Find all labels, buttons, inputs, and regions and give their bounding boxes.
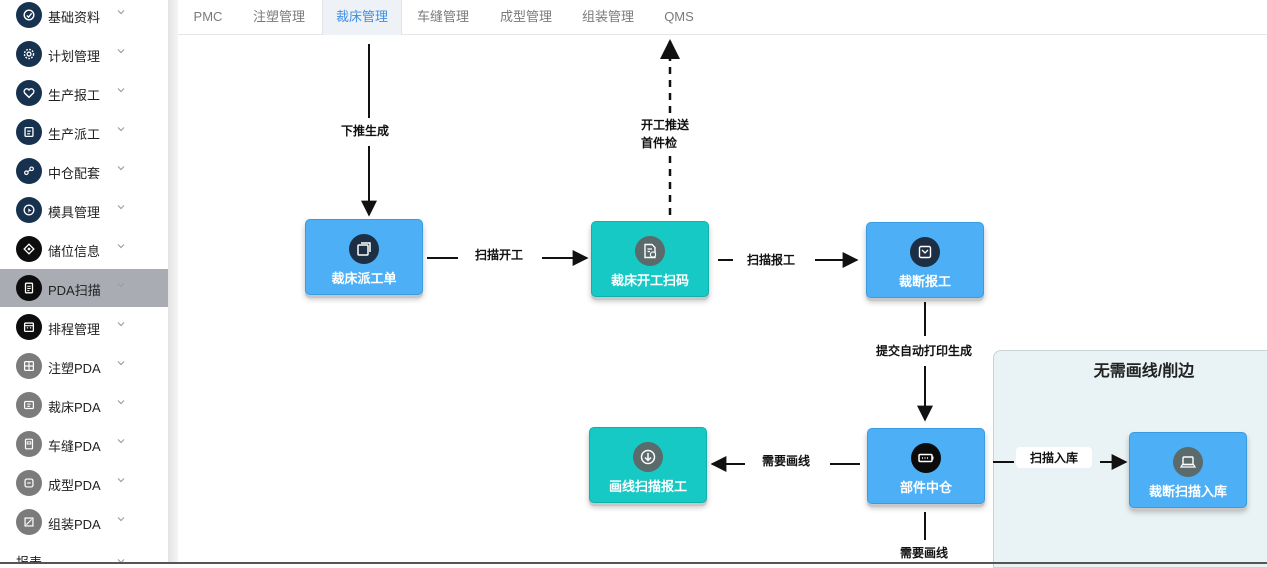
node-line-scan-report[interactable]: 画线扫描报工 [589, 427, 707, 503]
bottom-border [0, 562, 1267, 564]
laptop-icon [1173, 447, 1203, 477]
tray-icon [910, 237, 940, 267]
node-label: 部件中仓 [899, 480, 952, 495]
edge-label-need-line-down: 需要画线 [900, 546, 949, 560]
sewing-icon [16, 431, 42, 457]
edge-label-start-push: 开工推送 [641, 118, 690, 132]
sidebar-item-label: 储位信息 [48, 244, 101, 259]
chevron-down-icon [116, 202, 126, 212]
sidebar-item-plan[interactable]: 计划管理 [0, 35, 168, 73]
chevron-down-icon [116, 514, 126, 524]
chevron-down-icon [116, 280, 126, 290]
node-label: 裁床派工单 [331, 271, 397, 286]
sidebar-item-basic-data[interactable]: 基础资料 [0, 0, 168, 34]
tab-sewing[interactable]: 车缝管理 [416, 9, 469, 24]
sidebar-item-schedule[interactable]: 排程管理 [0, 308, 168, 346]
location-icon [16, 236, 42, 262]
node-cutting-scan-stock-in[interactable]: 裁断扫描入库 [1129, 432, 1247, 508]
sidebar-item-storage[interactable]: 储位信息 [0, 230, 168, 268]
document-info-icon [635, 236, 665, 266]
sidebar-item-label: 生产派工 [48, 127, 101, 142]
sidebar-item-label: 组装PDA [48, 517, 101, 532]
edge-label-need-line: 需要画线 [762, 454, 811, 468]
node-label: 裁床开工扫码 [610, 273, 689, 288]
sidebar-item-mold[interactable]: 模具管理 [0, 191, 168, 229]
sidebar-item-label: 模具管理 [48, 205, 101, 220]
edge-label-scan-start: 扫描开工 [475, 248, 524, 262]
chevron-down-icon [116, 85, 126, 95]
node-label: 画线扫描报工 [608, 479, 687, 494]
cut-icon [16, 392, 42, 418]
sidebar-item-label: PDA扫描 [48, 283, 101, 298]
edge-label-scan-report: 扫描报工 [747, 253, 796, 267]
sidebar-item-label: 中仓配套 [48, 166, 101, 181]
battery-icon [911, 443, 941, 473]
heart-icon [16, 80, 42, 106]
node-parts-center-store[interactable]: 部件中仓 [867, 428, 985, 504]
chevron-down-icon [116, 358, 126, 368]
node-label: 裁断报工 [898, 274, 951, 289]
calendar-icon [16, 314, 42, 340]
node-label: 裁断扫描入库 [1148, 484, 1227, 499]
sidebar-item-label: 注塑PDA [48, 361, 101, 376]
edge-label-auto-print: 提交自动打印生成 [876, 344, 973, 358]
sidebar-item-label: 生产报工 [48, 88, 101, 103]
tab-injection[interactable]: 注塑管理 [252, 9, 305, 24]
chevron-down-icon [116, 319, 126, 329]
share-icon [16, 158, 42, 184]
clipboard-icon [16, 119, 42, 145]
assemble-icon [16, 509, 42, 535]
sidebar-item-injection-pda[interactable]: 注塑PDA [0, 347, 168, 385]
edge-label-push-down: 下推生成 [341, 124, 390, 138]
sidebar-item-production-dispatch[interactable]: 生产派工 [0, 113, 168, 151]
chevron-down-icon [116, 475, 126, 485]
gear-icon [16, 41, 42, 67]
module-tabs: PMC 注塑管理 裁床管理 车缝管理 成型管理 组装管理 QMS [178, 0, 1267, 35]
sidebar-item-label: 裁床PDA [48, 400, 101, 415]
sidebar-item-label: 排程管理 [48, 322, 101, 337]
cursor-icon [16, 197, 42, 223]
database-icon [16, 2, 42, 28]
chevron-down-icon [116, 163, 126, 173]
stack-icon [349, 234, 379, 264]
node-cutting-dispatch-order[interactable]: 裁床派工单 [305, 219, 423, 295]
flow-canvas: 无需画线/削边 下推生成 开工推送 首件检 扫描开工 扫 [178, 35, 1267, 568]
mold-icon [16, 470, 42, 496]
chevron-down-icon [116, 397, 126, 407]
chevron-down-icon [116, 46, 126, 56]
sidebar-item-label: 计划管理 [48, 49, 101, 64]
sidebar-item-label: 车缝PDA [48, 439, 101, 454]
chevron-down-icon [116, 124, 126, 134]
tab-molding[interactable]: 成型管理 [499, 9, 552, 24]
tab-pmc[interactable]: PMC [193, 9, 223, 24]
sidebar-item-center-kit[interactable]: 中仓配套 [0, 152, 168, 190]
node-cutting-report[interactable]: 裁断报工 [866, 222, 984, 298]
sidebar-item-pda-scan[interactable]: PDA扫描 [0, 269, 168, 307]
sidebar-item-production-report[interactable]: 生产报工 [0, 74, 168, 112]
sidebar-item-report[interactable]: 报表 [16, 555, 43, 564]
sidebar-item-label: 基础资料 [48, 10, 101, 25]
sidebar-item-label: 成型PDA [48, 478, 101, 493]
chevron-down-icon [116, 436, 126, 446]
download-icon [633, 442, 663, 472]
sidebar: 基础资料 计划管理 生产报工 生产派工 中仓配套 模具管理 储位信息 PDA扫描 [0, 0, 168, 564]
sidebar-divider [168, 0, 178, 564]
flow-connectors [361, 39, 1128, 540]
sidebar-item-sewing-pda[interactable]: 车缝PDA [0, 425, 168, 463]
tab-cutting[interactable]: 裁床管理 [322, 0, 402, 35]
tab-qms[interactable]: QMS [664, 9, 694, 24]
grid-icon [16, 353, 42, 379]
panel-title: 无需画线/削边 [1093, 363, 1195, 380]
edge-label-first-check: 首件检 [641, 136, 678, 150]
chevron-down-icon [116, 241, 126, 251]
scan-icon [16, 275, 42, 301]
chevron-down-icon [116, 7, 126, 17]
sidebar-item-assembly-pda[interactable]: 组装PDA [0, 503, 168, 541]
edge-label-scan-in: 扫描入库 [1016, 447, 1093, 468]
tab-assembly[interactable]: 组装管理 [581, 9, 634, 24]
sidebar-item-molding-pda[interactable]: 成型PDA [0, 464, 168, 502]
sidebar-item-cutting-pda[interactable]: 裁床PDA [0, 386, 168, 424]
node-cutting-start-scan[interactable]: 裁床开工扫码 [591, 221, 709, 297]
